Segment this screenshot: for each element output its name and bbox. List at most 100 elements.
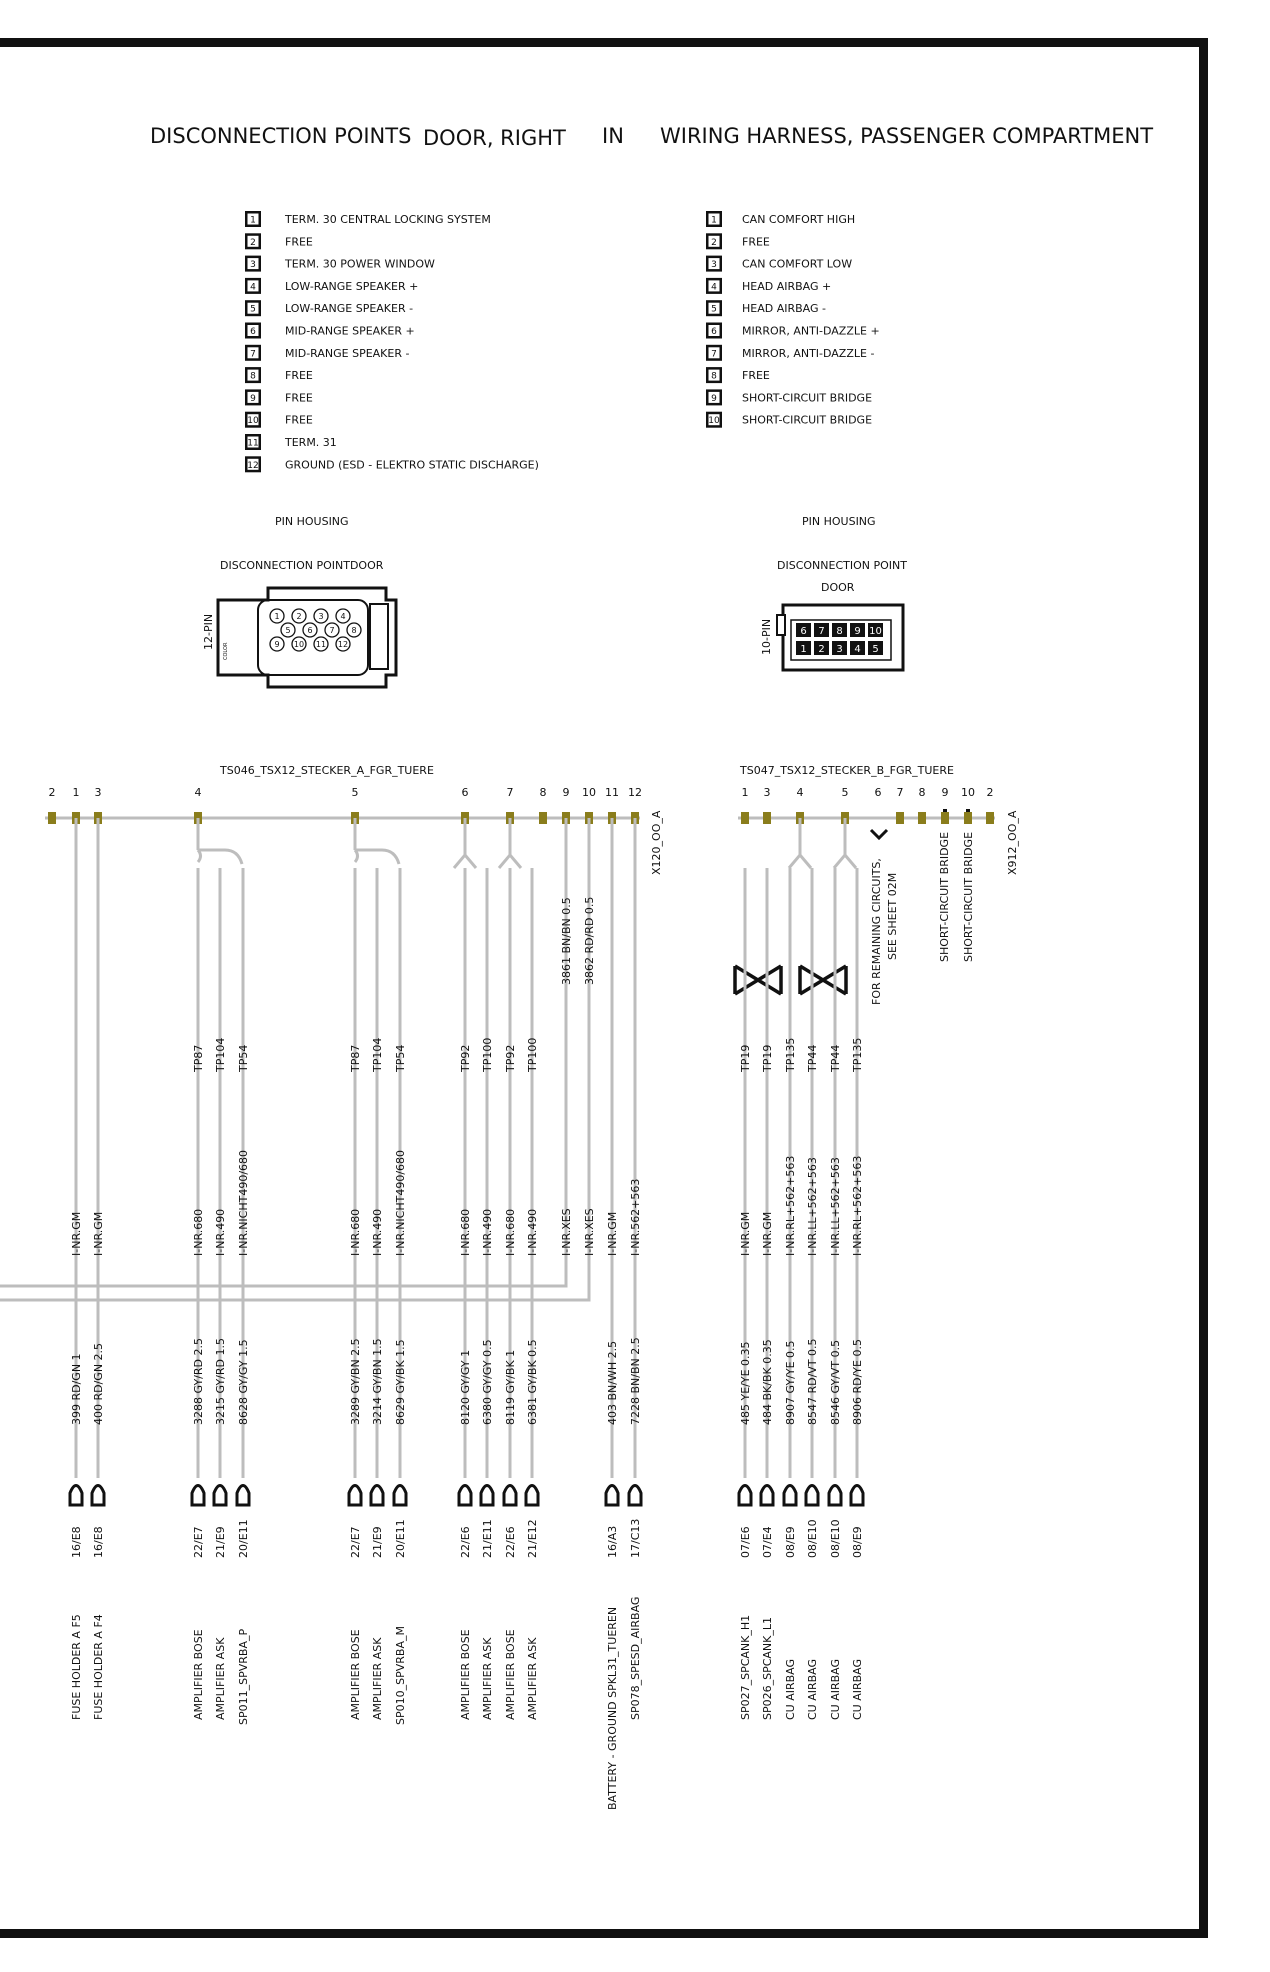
sheet-title: DISCONNECTION POINTS DOOR, RIGHT IN WIRI… bbox=[150, 124, 1153, 150]
pin-number-box-inner bbox=[247, 369, 259, 381]
pin-number-box-inner bbox=[708, 391, 720, 403]
housing-inner bbox=[790, 619, 892, 661]
wire-implementation-nr: I-NR.490 bbox=[526, 1209, 539, 1256]
housing-outline bbox=[781, 603, 905, 672]
legend-item-label: TERM. 30 CENTRAL LOCKING SYSTEM bbox=[284, 213, 491, 226]
wire-terminal-end bbox=[604, 1484, 620, 1507]
wire-splice-fork bbox=[832, 818, 858, 869]
legend-item-label: TERM. 30 POWER WINDOW bbox=[284, 258, 435, 271]
legend-item-label: GROUND (ESD - ELEKTRO STATIC DISCHARGE) bbox=[285, 458, 539, 471]
wire-sheet-location: 22/E6 bbox=[504, 1526, 517, 1558]
connector-pin-number: 1 bbox=[742, 786, 749, 799]
connector-pin-number: 7 bbox=[507, 786, 514, 799]
pin-number: 1 bbox=[250, 216, 256, 226]
connector-pin-number: 4 bbox=[797, 786, 804, 799]
legend-item-label: FREE bbox=[742, 235, 770, 248]
wire-id-color-size: 8547 RD/VT 0.5 bbox=[806, 1338, 819, 1425]
wire-implementation-nr: I-NR.680 bbox=[459, 1209, 472, 1256]
legend-item-label: HEAD AIRBAG - bbox=[742, 302, 826, 315]
legend-item-label: MIRROR, ANTI-DAZZLE + bbox=[742, 325, 880, 338]
wire-destination: AMPLIFIER ASK bbox=[214, 1637, 227, 1720]
pin-number-box-inner bbox=[247, 414, 259, 426]
connector-pin-number: 6 bbox=[875, 786, 882, 799]
wire-destination: SP011_SPVRBA_P bbox=[237, 1629, 250, 1725]
wire-terminal-end bbox=[849, 1484, 865, 1507]
connector-pin-terminal bbox=[896, 812, 904, 824]
xes-wire-nr: I-NR.XES bbox=[583, 1208, 596, 1256]
housing-pin-number: 1 bbox=[274, 612, 279, 621]
xes-wire-nr: I-NR.XES bbox=[560, 1208, 573, 1256]
wire-destination: CU AIRBAG bbox=[829, 1659, 842, 1720]
connector-pin-terminal bbox=[48, 812, 56, 824]
connector-pin-number: 7 bbox=[897, 786, 904, 799]
wire-destination: AMPLIFIER BOSE bbox=[192, 1629, 205, 1720]
connector-a-id: X120_OO_A bbox=[650, 810, 663, 875]
wire-terminal-end bbox=[502, 1484, 518, 1507]
connector-pin-number: 3 bbox=[95, 786, 102, 799]
pin-number: 5 bbox=[711, 305, 717, 315]
pin-number-box-inner bbox=[708, 258, 720, 270]
wire-test-point: TP100 bbox=[481, 1038, 494, 1073]
housing-pin-number: 9 bbox=[854, 626, 860, 637]
wire-test-point: TP104 bbox=[371, 1038, 384, 1073]
xes-wire bbox=[0, 818, 591, 1302]
wire-test-point: TP44 bbox=[829, 1045, 842, 1073]
pin-number-box-inner bbox=[708, 347, 720, 359]
pin-number-box-inner bbox=[247, 213, 259, 225]
wire-splice-fork bbox=[787, 818, 813, 869]
wire-id-color-size: 8120 GY/GY 1 bbox=[459, 1350, 472, 1425]
wire-destination: AMPLIFIER ASK bbox=[371, 1637, 384, 1720]
housing-pin-number: 4 bbox=[340, 612, 345, 621]
wire-id-color-size: 6381 GY/BK 0.5 bbox=[526, 1339, 539, 1425]
wire-destination: AMPLIFIER ASK bbox=[481, 1637, 494, 1720]
legend-item-label: MID-RANGE SPEAKER + bbox=[285, 325, 415, 338]
pin-number: 1 bbox=[711, 216, 717, 226]
pin-housing-right: PIN HOUSING DISCONNECTION POINT DOOR 10-… bbox=[760, 515, 907, 672]
wire-test-point: TP54 bbox=[237, 1045, 250, 1073]
pin-number: 3 bbox=[250, 260, 256, 270]
housing-pin-number: 1 bbox=[800, 644, 806, 655]
connector-b-header: TS047_TSX12_STECKER_B_FGR_TUERE X912_OO_… bbox=[739, 764, 1019, 875]
legend-item-label: TERM. 31 bbox=[284, 436, 337, 449]
title-part2: DOOR, RIGHT bbox=[423, 126, 566, 150]
legend-item-label: MIRROR, ANTI-DAZZLE - bbox=[742, 347, 874, 360]
pin-number: 10 bbox=[708, 416, 720, 426]
pin-number-box-inner bbox=[708, 302, 720, 314]
wire-splice-fork bbox=[497, 818, 523, 869]
housing-pin-number: 7 bbox=[818, 626, 824, 637]
pin-number-box-inner bbox=[708, 414, 720, 426]
wire-destination: AMPLIFIER BOSE bbox=[504, 1629, 517, 1720]
connector-pin-number: 11 bbox=[605, 786, 619, 799]
wire-id-color-size: 3288 GY/RD 2.5 bbox=[192, 1338, 205, 1425]
legend-item-label: HEAD AIRBAG + bbox=[742, 280, 831, 293]
connector-pin-number: 2 bbox=[49, 786, 56, 799]
pin-number: 8 bbox=[250, 372, 256, 382]
wire-terminal-end bbox=[782, 1484, 798, 1507]
connector-pin-terminal bbox=[918, 812, 926, 824]
housing-pin-number: 4 bbox=[854, 644, 860, 655]
pin-number-box-inner bbox=[247, 436, 259, 448]
wire-implementation-nr: I-NR.RL+562+563 bbox=[784, 1156, 797, 1256]
pin-number: 3 bbox=[711, 260, 717, 270]
housing-pin-number: 10 bbox=[869, 626, 882, 637]
pin-number-box-inner bbox=[247, 302, 259, 314]
housing-pin-number: 8 bbox=[351, 626, 356, 635]
housing-pin bbox=[302, 622, 318, 638]
wire-implementation-nr: I-NR.GM bbox=[606, 1212, 619, 1256]
remaining-note-2: SEE SHEET 02M bbox=[886, 873, 899, 960]
wire-id-color-size: 485 YE/YE 0.35 bbox=[739, 1341, 752, 1425]
wire-id-color-size: 3215 GY/RD 1.5 bbox=[214, 1338, 227, 1425]
housing-pin bbox=[868, 623, 883, 637]
connector-pin-number: 6 bbox=[462, 786, 469, 799]
wire-splice-fork bbox=[353, 818, 401, 865]
pin-number: 6 bbox=[711, 327, 717, 337]
housing-pin-number: 6 bbox=[307, 626, 312, 635]
pin-number: 7 bbox=[250, 349, 256, 359]
wire-id-color-size: 3289 GY/BN 2.5 bbox=[349, 1338, 362, 1425]
housing-pin bbox=[291, 636, 307, 652]
pin-number: 2 bbox=[711, 238, 717, 248]
wire-implementation-nr: I-NR.LL+562+563 bbox=[806, 1157, 819, 1256]
